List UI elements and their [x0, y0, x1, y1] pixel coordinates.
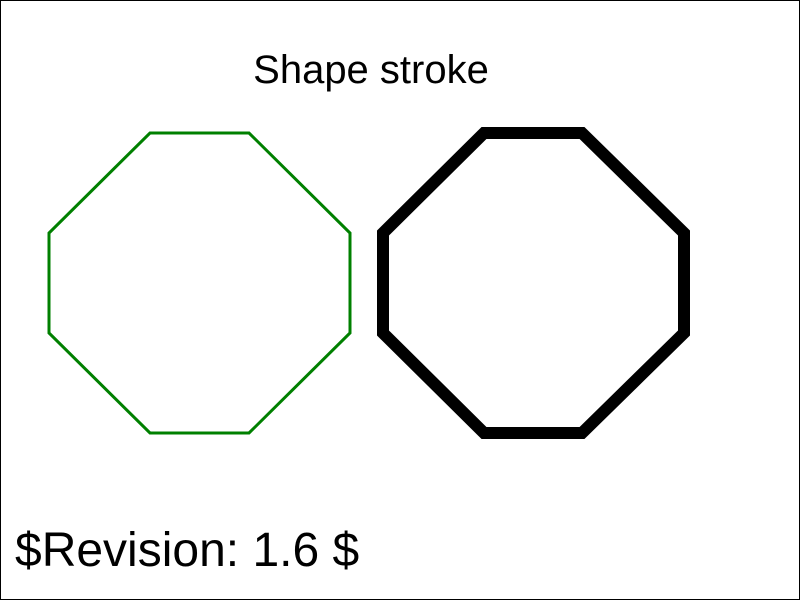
- page-title: Shape stroke: [253, 48, 489, 92]
- revision-label: $Revision: 1.6 $: [15, 524, 360, 577]
- thick-black-octagon: [377, 127, 690, 439]
- thin-green-octagon: [47, 131, 352, 435]
